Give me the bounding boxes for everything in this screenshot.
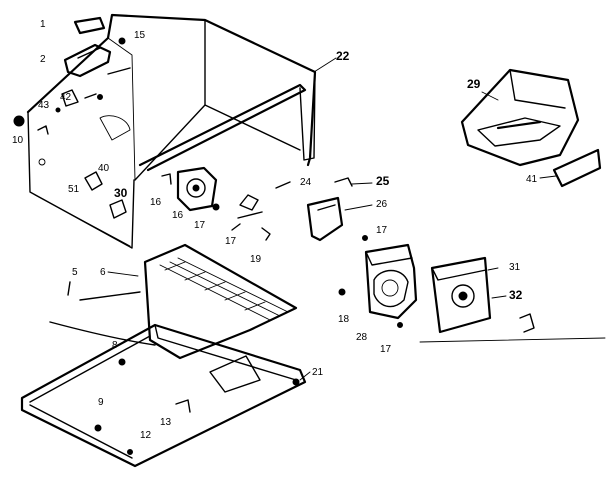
callout-9: 9 — [98, 397, 104, 408]
callout-31: 31 — [509, 262, 521, 273]
callout-2: 2 — [40, 54, 46, 65]
ice-tray — [460, 68, 602, 188]
callout-17d: 17 — [380, 344, 392, 355]
callout-41: 41 — [526, 174, 538, 185]
fan-cover — [419, 256, 606, 343]
fan-motor — [161, 166, 220, 212]
callout-32: 32 — [509, 288, 523, 302]
callout-21: 21 — [312, 367, 324, 378]
callout-17a: 17 — [194, 220, 206, 231]
callout-12: 12 — [140, 430, 152, 441]
callout-40: 40 — [98, 163, 110, 174]
callout-51: 51 — [68, 184, 80, 195]
callout-1: 1 — [40, 19, 46, 30]
fan-shroud — [338, 243, 418, 328]
callout-10: 10 — [12, 135, 24, 146]
callout-labels: 1 2 15 22 42 43 10 40 51 30 16 17 16 19 … — [12, 19, 538, 441]
callout-24: 24 — [300, 177, 312, 188]
cabinet-liner — [26, 13, 317, 249]
air-duct — [275, 177, 368, 242]
callout-43: 43 — [38, 100, 50, 111]
fan-blade — [231, 194, 271, 241]
leader-lines — [107, 57, 557, 381]
drain-pan — [20, 323, 307, 468]
callout-19: 19 — [250, 254, 262, 265]
callout-28: 28 — [356, 332, 368, 343]
callout-26: 26 — [376, 199, 388, 210]
cabinet-hardware — [13, 89, 127, 219]
callout-8: 8 — [112, 340, 118, 351]
callout-16b: 16 — [172, 210, 184, 221]
callout-22: 22 — [336, 49, 350, 63]
callout-17b: 17 — [376, 225, 388, 236]
callout-17c: 17 — [225, 236, 237, 247]
callout-15: 15 — [134, 30, 146, 41]
evaporator-coil — [49, 243, 298, 360]
callout-6: 6 — [100, 267, 106, 278]
callout-25: 25 — [376, 174, 390, 188]
callout-29: 29 — [467, 77, 481, 91]
callout-18: 18 — [338, 314, 350, 325]
callout-13: 13 — [160, 417, 172, 428]
callout-5: 5 — [72, 267, 78, 278]
callout-16a: 16 — [150, 197, 162, 208]
control-bracket — [63, 16, 131, 78]
callout-30: 30 — [114, 186, 128, 200]
callout-42: 42 — [60, 92, 72, 103]
